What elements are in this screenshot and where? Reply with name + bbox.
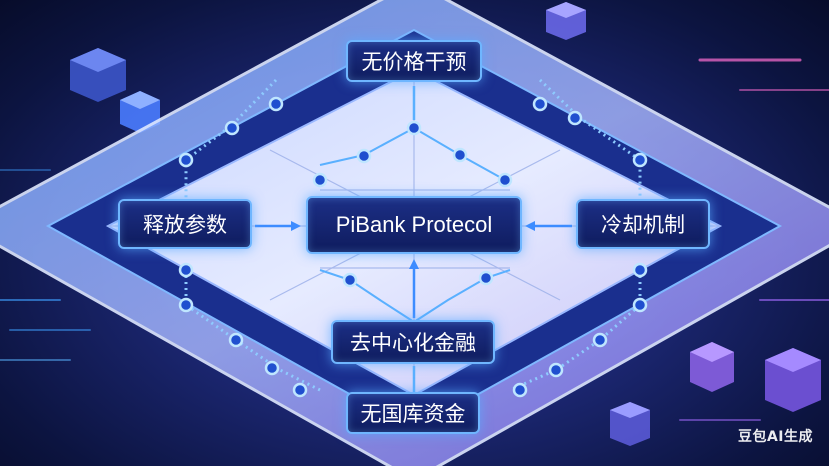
center-node-label: PiBank Protecol (335, 212, 493, 237)
left-node-label: 释放参数 (143, 213, 227, 237)
chain-nodes (178, 96, 648, 398)
background-streaks (0, 58, 829, 421)
right-node-label: 冷却机制 (601, 213, 685, 237)
lower-node-box: 去中心化金融 (331, 320, 495, 364)
arrows (255, 86, 572, 392)
lower-node-label: 去中心化金融 (350, 331, 476, 355)
bottom-node-label: 无国库资金 (360, 402, 466, 426)
bottom-node-box: 无国库资金 (346, 392, 480, 434)
center-node-box: PiBank Protecol (306, 196, 522, 254)
left-node-box: 释放参数 (118, 199, 252, 249)
decorative-cubes (70, 2, 821, 446)
top-node-label: 无价格干预 (361, 50, 467, 74)
top-node-box: 无价格干预 (346, 40, 482, 82)
watermark-text: 豆包AI生成 (737, 429, 813, 445)
right-node-box: 冷却机制 (576, 199, 710, 249)
